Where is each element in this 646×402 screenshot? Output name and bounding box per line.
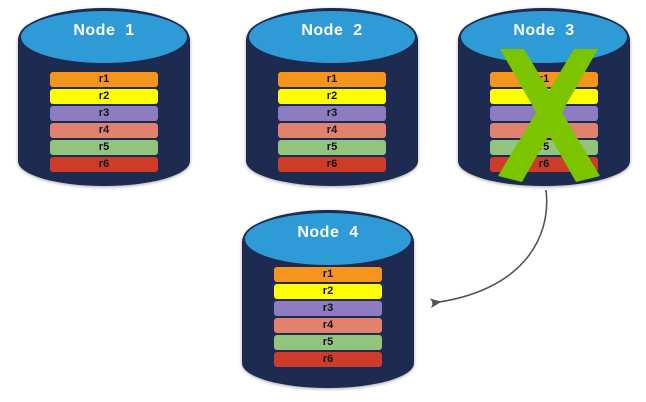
data-row-label: r2 xyxy=(322,285,334,297)
data-row[interactable]: r5 xyxy=(278,140,386,155)
data-row[interactable]: r6 xyxy=(274,352,382,367)
data-row[interactable]: r2 xyxy=(274,284,382,299)
data-row-label: r6 xyxy=(98,158,110,170)
data-row[interactable]: r3 xyxy=(50,106,158,121)
node-cylinder-4[interactable]: Node 4 r1 r2 r3 r4 r5 r6 xyxy=(242,210,414,388)
data-row-label: r4 xyxy=(98,124,110,136)
data-row[interactable]: r3 xyxy=(278,106,386,121)
node-label: Node 2 xyxy=(301,22,363,39)
data-row-label: r4 xyxy=(538,124,550,136)
data-row[interactable]: r5 xyxy=(490,140,598,155)
data-row[interactable]: r3 xyxy=(274,301,382,316)
data-row[interactable]: r1 xyxy=(274,267,382,282)
data-row-label: r3 xyxy=(98,107,110,119)
data-row-label: r5 xyxy=(322,336,334,348)
data-row-label: r5 xyxy=(538,141,550,153)
recovery-arrow-node3-to-node4 xyxy=(429,189,548,308)
node-label: Node 3 xyxy=(513,22,575,39)
data-row-label: r5 xyxy=(98,141,110,153)
data-row-label: r1 xyxy=(326,73,338,85)
data-row[interactable]: r3 xyxy=(490,106,598,121)
node-row-list: r1 r2 r3 r4 r5 r6 xyxy=(18,72,190,172)
data-row-label: r6 xyxy=(322,353,334,365)
data-row-label: r4 xyxy=(326,124,338,136)
node-top-ellipse xyxy=(247,9,417,65)
node-cylinder-1[interactable]: Node 1 r1 r2 r3 r4 r5 r6 xyxy=(18,8,190,186)
data-row[interactable]: r6 xyxy=(50,157,158,172)
data-row[interactable]: r2 xyxy=(490,89,598,104)
data-row[interactable]: r5 xyxy=(274,335,382,350)
node-cylinder-2[interactable]: Node 2 r1 r2 r3 r4 r5 r6 xyxy=(246,8,418,186)
data-row-label: r4 xyxy=(322,319,334,331)
data-row[interactable]: r1 xyxy=(50,72,158,87)
node-row-list: r1 r2 r3 r4 r5 r6 xyxy=(246,72,418,172)
data-row[interactable]: r2 xyxy=(278,89,386,104)
data-row-label: r3 xyxy=(538,107,550,119)
data-row-label: r5 xyxy=(326,141,338,153)
node-label: Node 4 xyxy=(297,224,359,241)
data-row-label: r6 xyxy=(326,158,338,170)
node-label: Node 1 xyxy=(73,22,135,39)
data-row[interactable]: r5 xyxy=(50,140,158,155)
data-row-label: r1 xyxy=(538,73,550,85)
data-row[interactable]: r4 xyxy=(50,123,158,138)
data-row[interactable]: r1 xyxy=(490,72,598,87)
data-row-label: r2 xyxy=(538,90,550,102)
data-row-label: r1 xyxy=(98,73,110,85)
data-row-label: r3 xyxy=(322,302,334,314)
data-row-label: r1 xyxy=(322,268,334,280)
node-row-list: r1 r2 r3 r4 r5 r6 xyxy=(242,267,414,367)
data-row[interactable]: r1 xyxy=(278,72,386,87)
data-row[interactable]: r4 xyxy=(490,123,598,138)
node-row-list: r1 r2 r3 r4 r5 r6 xyxy=(458,72,630,172)
data-row[interactable]: r6 xyxy=(278,157,386,172)
data-row-label: r2 xyxy=(326,90,338,102)
data-row[interactable]: r2 xyxy=(50,89,158,104)
data-row[interactable]: r6 xyxy=(490,157,598,172)
data-row[interactable]: r4 xyxy=(278,123,386,138)
data-row-label: r6 xyxy=(538,158,550,170)
data-row-label: r2 xyxy=(98,90,110,102)
node-top-ellipse xyxy=(243,211,413,267)
node-cylinder-3[interactable]: Node 3 r1 r2 r3 r4 r5 r6 xyxy=(458,8,630,186)
data-row-label: r3 xyxy=(326,107,338,119)
node-top-ellipse xyxy=(19,9,189,65)
data-row[interactable]: r4 xyxy=(274,318,382,333)
